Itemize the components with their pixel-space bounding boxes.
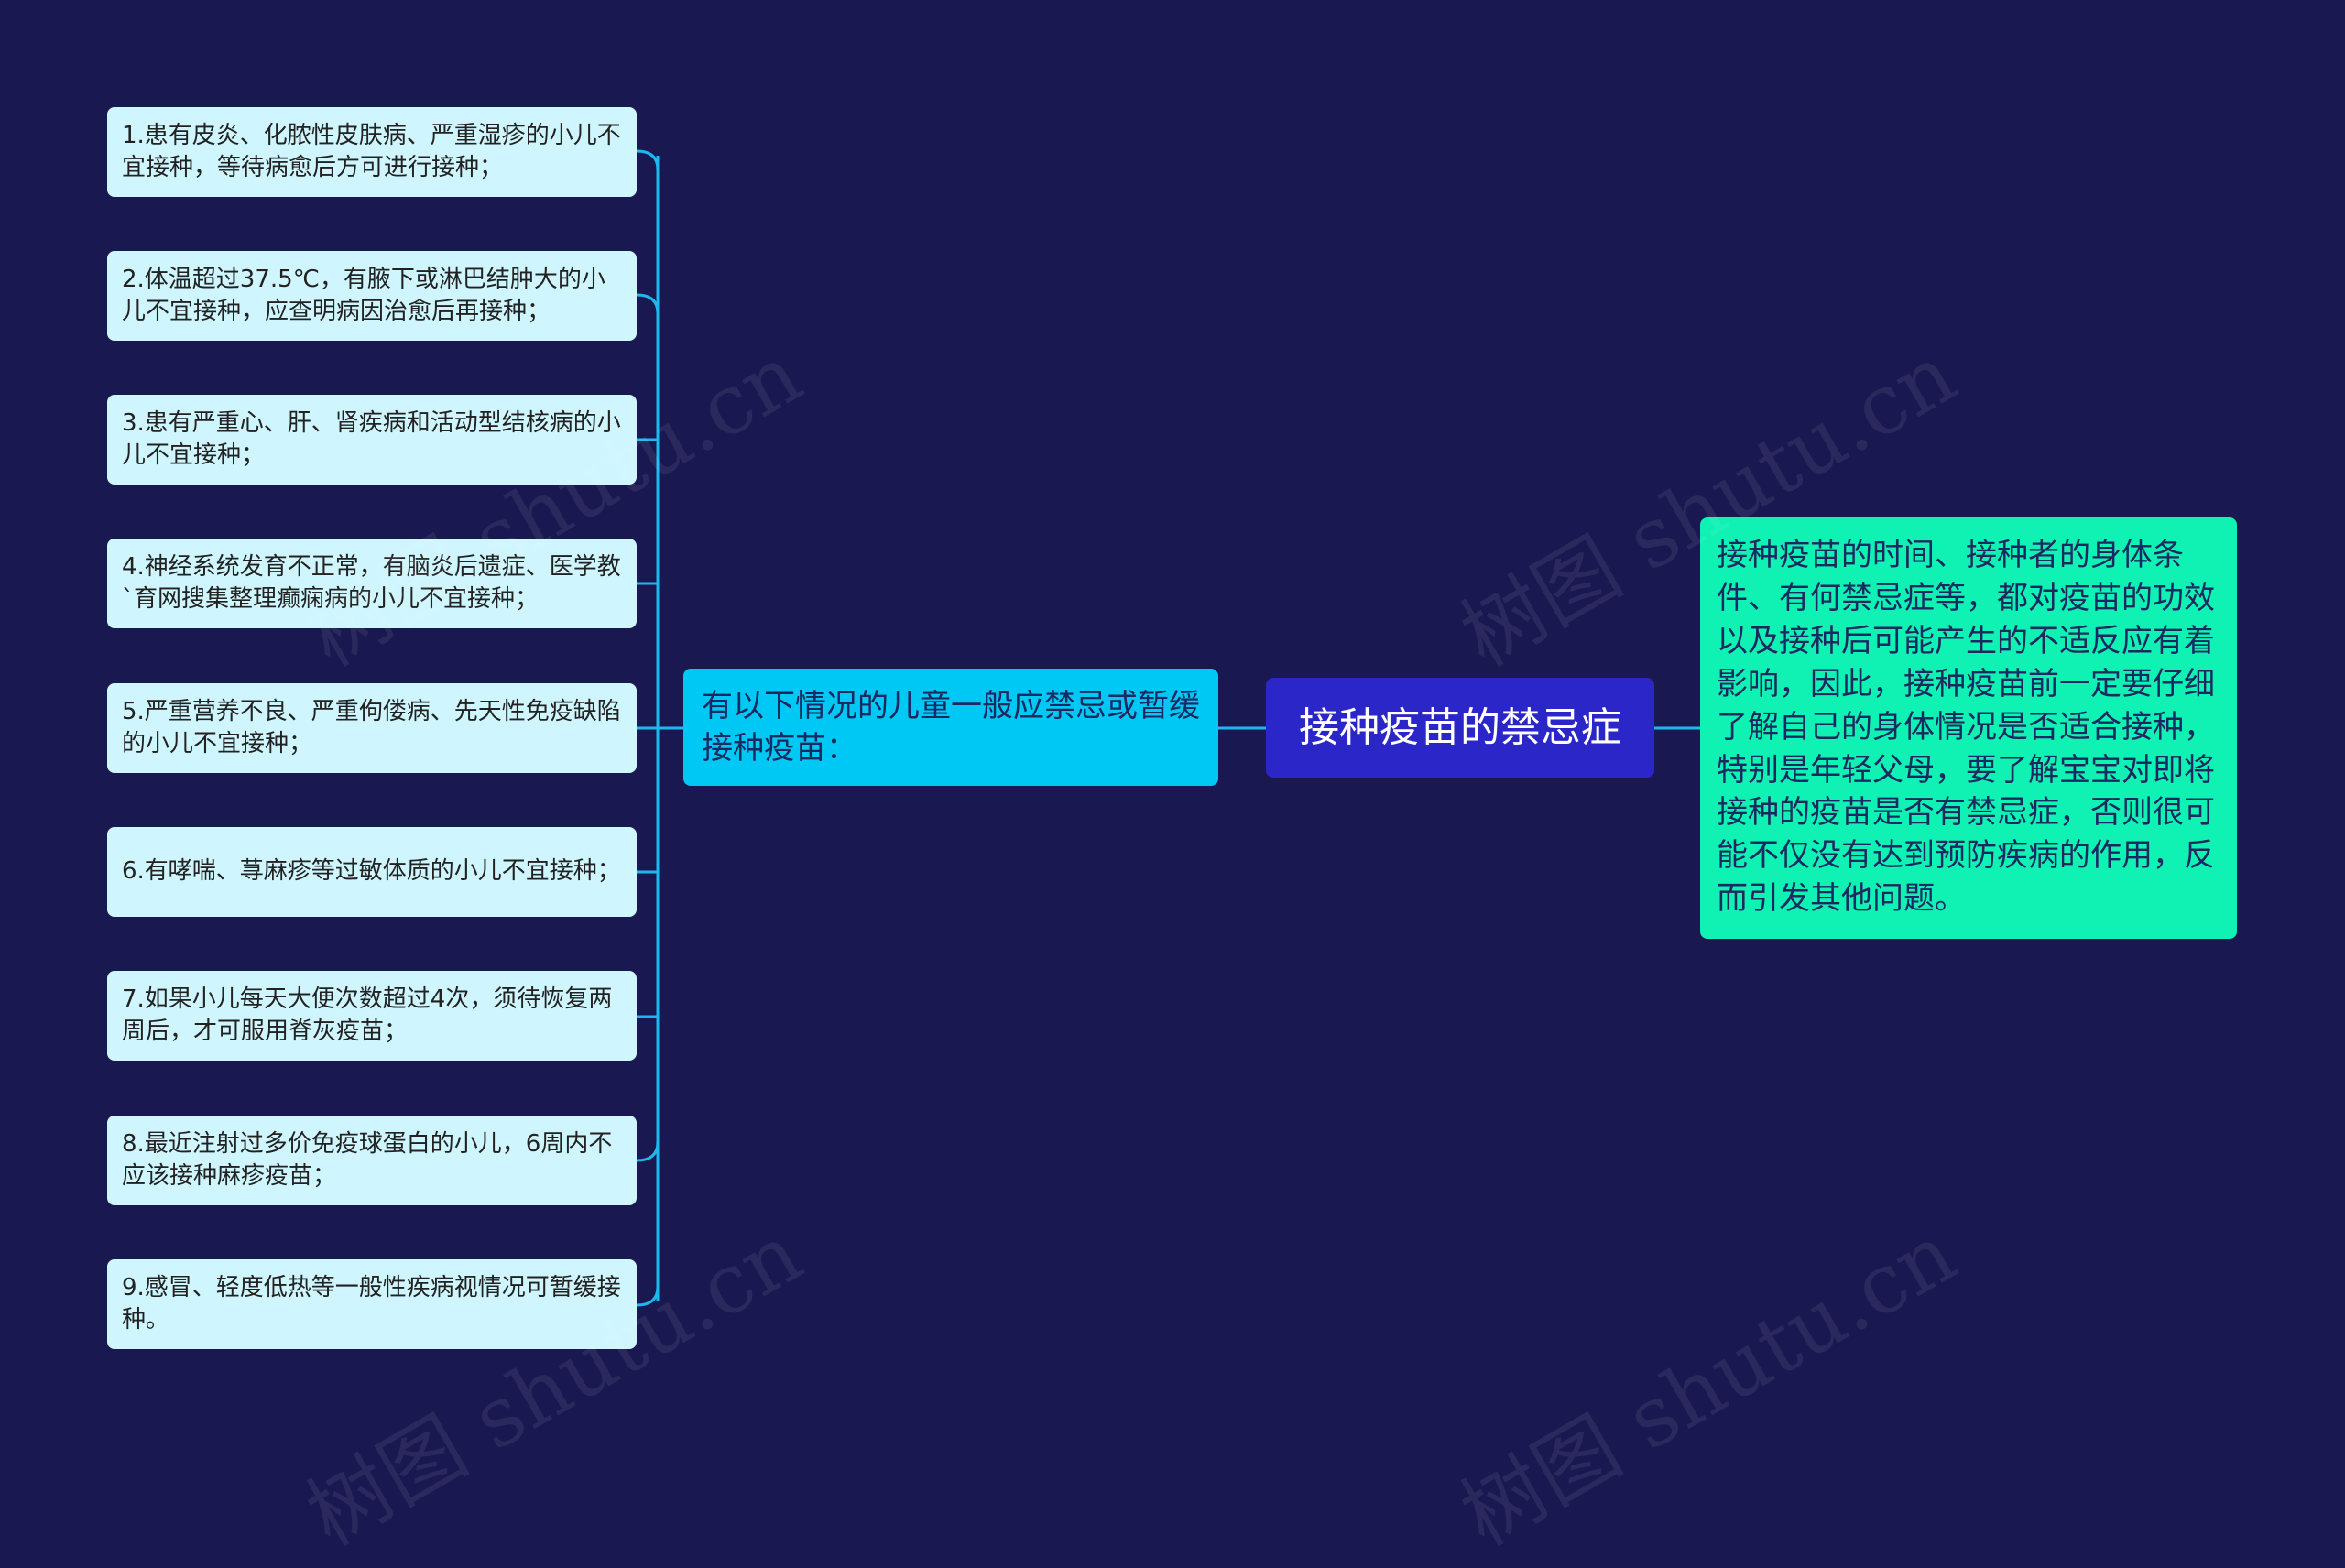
leaf-label: 9.感冒、轻度低热等一般性疾病视情况可暂缓接种。 xyxy=(122,1273,621,1334)
leaf-node-6[interactable]: 6.有哮喘、荨麻疹等过敏体质的小儿不宜接种； xyxy=(107,827,637,917)
branch-node[interactable]: 有以下情况的儿童一般应禁忌或暂缓接种疫苗： xyxy=(683,669,1218,786)
leaf-node-9[interactable]: 9.感冒、轻度低热等一般性疾病视情况可暂缓接种。 xyxy=(107,1259,637,1349)
connector-leaf-8 xyxy=(636,1141,660,1162)
leaf-node-5[interactable]: 5.严重营养不良、严重佝偻病、先天性免疫缺陷的小儿不宜接种； xyxy=(107,683,637,773)
leaf-node-7[interactable]: 7.如果小儿每天大便次数超过4次，须待恢复两周后，才可服用脊灰疫苗； xyxy=(107,971,637,1061)
leaf-label: 7.如果小儿每天大便次数超过4次，须待恢复两周后，才可服用脊灰疫苗； xyxy=(122,985,613,1045)
root-title: 接种疫苗的禁忌症 xyxy=(1299,703,1621,751)
leaf-label: 6.有哮喘、荨麻疹等过敏体质的小儿不宜接种； xyxy=(122,857,621,886)
connector-leaf-2 xyxy=(636,293,660,314)
description-text: 接种疫苗的时间、接种者的身体条件、有何禁忌症等，都对疫苗的功效以及接种后可能产生… xyxy=(1717,537,2215,918)
leaf-node-2[interactable]: 2.体温超过37.5℃，有腋下或淋巴结肿大的小儿不宜接种，应查明病因治愈后再接种… xyxy=(107,251,637,341)
leaf-node-1[interactable]: 1.患有皮炎、化脓性皮肤病、严重湿疹的小儿不宜接种，等待病愈后方可进行接种； xyxy=(107,107,637,197)
mindmap-canvas: 1.患有皮炎、化脓性皮肤病、严重湿疹的小儿不宜接种，等待病愈后方可进行接种； 2… xyxy=(107,107,2237,1564)
branch-label: 有以下情况的儿童一般应禁忌或暂缓接种疫苗： xyxy=(702,687,1200,767)
leaf-label: 3.患有严重心、肝、肾疾病和活动型结核病的小儿不宜接种； xyxy=(122,408,621,469)
leaf-label: 4.神经系统发育不正常，有脑炎后遗症、医学教`育网搜集整理癫痫病的小儿不宜接种； xyxy=(122,552,621,613)
leaf-label: 2.体温超过37.5℃，有腋下或淋巴结肿大的小儿不宜接种，应查明病因治愈后再接种… xyxy=(122,265,605,325)
leaf-node-4[interactable]: 4.神经系统发育不正常，有脑炎后遗症、医学教`育网搜集整理癫痫病的小儿不宜接种； xyxy=(107,539,637,628)
description-node[interactable]: 接种疫苗的时间、接种者的身体条件、有何禁忌症等，都对疫苗的功效以及接种后可能产生… xyxy=(1700,517,2237,939)
connector-lines xyxy=(636,149,1700,1307)
leaf-node-8[interactable]: 8.最近注射过多价免疫球蛋白的小儿，6周内不应该接种麻疹疫苗； xyxy=(107,1116,637,1205)
leaf-label: 8.最近注射过多价免疫球蛋白的小儿，6周内不应该接种麻疹疫苗； xyxy=(122,1129,613,1190)
connector-leaf-9 xyxy=(636,1286,660,1307)
leaf-label: 5.严重营养不良、严重佝偻病、先天性免疫缺陷的小儿不宜接种； xyxy=(122,697,621,757)
root-node[interactable]: 接种疫苗的禁忌症 xyxy=(1266,678,1654,778)
connector-leaf-1 xyxy=(636,149,660,170)
leaf-node-3[interactable]: 3.患有严重心、肝、肾疾病和活动型结核病的小儿不宜接种； xyxy=(107,395,637,485)
leaf-label: 1.患有皮炎、化脓性皮肤病、严重湿疹的小儿不宜接种，等待病愈后方可进行接种； xyxy=(122,121,621,181)
